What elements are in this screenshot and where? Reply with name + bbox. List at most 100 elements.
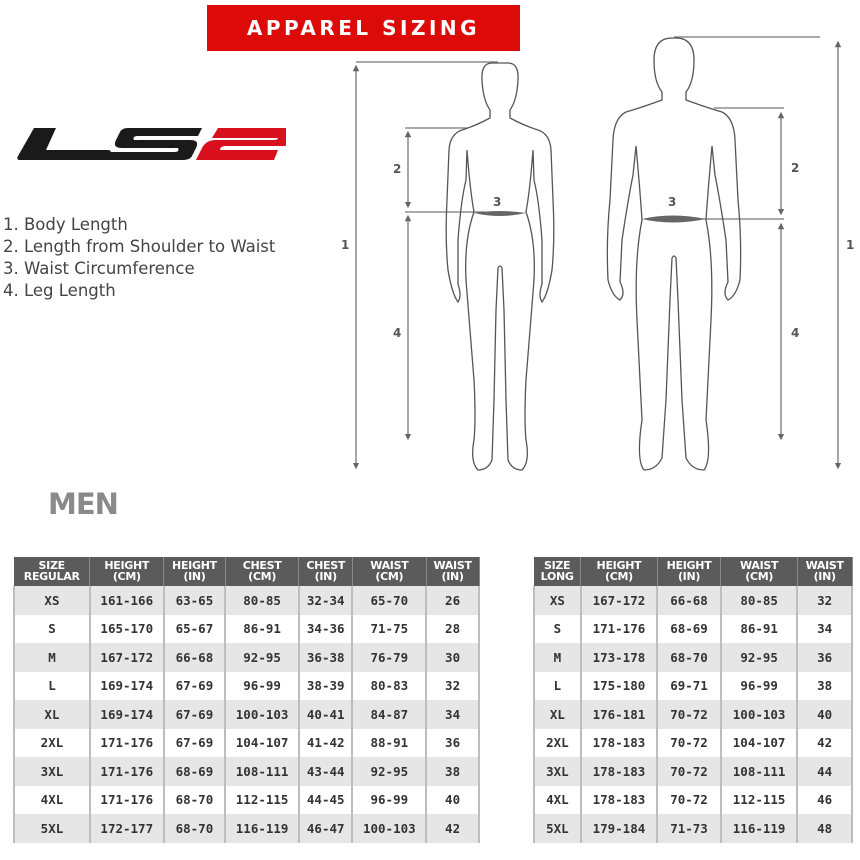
column-header-line: CHEST <box>306 559 346 572</box>
value-cell: 32 <box>426 671 480 700</box>
male-figure <box>606 36 842 471</box>
column-header-line: (CM) <box>604 569 633 583</box>
value-cell: 76-79 <box>352 643 428 672</box>
value-cell: 40-41 <box>298 700 354 729</box>
value-cell: 172-177 <box>89 814 165 843</box>
size-cell: L <box>13 671 91 700</box>
value-cell: 169-174 <box>89 700 165 729</box>
column-header-line: (IN) <box>183 569 206 583</box>
value-cell: 176-181 <box>580 700 659 729</box>
value-cell: 71-73 <box>657 814 722 843</box>
value-cell: 69-71 <box>657 671 722 700</box>
value-cell: 165-170 <box>89 614 165 643</box>
column-header-line: HEIGHT <box>596 559 642 572</box>
section-title-men: MEN <box>48 487 119 521</box>
value-cell: 96-99 <box>720 671 799 700</box>
value-cell: 70-72 <box>657 785 722 814</box>
value-cell: 34 <box>426 700 480 729</box>
value-cell: 116-119 <box>225 814 300 843</box>
value-cell: 68-70 <box>163 785 227 814</box>
column-header: CHEST(CM) <box>225 557 300 586</box>
value-cell: 41-42 <box>298 728 354 757</box>
value-cell: 86-91 <box>720 614 799 643</box>
column-header-line: CHEST <box>242 559 282 572</box>
size-cell: XL <box>13 700 91 729</box>
column-header: WAIST(CM) <box>720 557 798 586</box>
column-header: HEIGHT(IN) <box>163 557 226 586</box>
value-cell: 46 <box>797 785 853 814</box>
column-header-line: REGULAR <box>23 569 80 583</box>
column-header-line: HEIGHT <box>104 559 150 572</box>
value-cell: 112-115 <box>225 785 300 814</box>
value-cell: 38 <box>426 757 480 786</box>
female-waist-band <box>474 211 526 216</box>
value-cell: 96-99 <box>352 785 428 814</box>
value-cell: 43-44 <box>298 757 354 786</box>
value-cell: 167-172 <box>580 586 659 615</box>
value-cell: 171-176 <box>89 728 165 757</box>
legend-item-waist-circumference: 3. Waist Circumference <box>3 259 195 278</box>
value-cell: 173-178 <box>580 643 659 672</box>
value-cell: 104-107 <box>720 728 799 757</box>
value-cell: 167-172 <box>89 643 165 672</box>
value-cell: 36 <box>797 643 853 672</box>
column-header-line: (IN) <box>677 569 701 583</box>
value-cell: 70-72 <box>657 757 722 786</box>
column-header-line: WAIST <box>805 559 844 572</box>
value-cell: 169-174 <box>89 671 165 700</box>
value-cell: 70-72 <box>657 728 722 757</box>
value-cell: 161-166 <box>89 586 165 615</box>
size-cell: 2XL <box>13 728 91 757</box>
value-cell: 67-69 <box>163 728 227 757</box>
value-cell: 32-34 <box>298 586 354 615</box>
column-header-line: WAIST <box>370 559 409 572</box>
value-cell: 92-95 <box>352 757 428 786</box>
value-cell: 28 <box>426 614 480 643</box>
size-cell: XL <box>533 700 582 729</box>
value-cell: 40 <box>797 700 853 729</box>
value-cell: 70-72 <box>657 700 722 729</box>
legend-item-leg-length: 4. Leg Length <box>3 281 116 300</box>
value-cell: 42 <box>797 728 853 757</box>
column-header-line: (IN) <box>441 569 464 583</box>
value-cell: 38 <box>797 671 853 700</box>
value-cell: 112-115 <box>720 785 799 814</box>
value-cell: 171-176 <box>580 614 659 643</box>
value-cell: 40 <box>426 785 480 814</box>
size-cell: 3XL <box>533 757 582 786</box>
value-cell: 171-176 <box>89 785 165 814</box>
value-cell: 92-95 <box>225 643 300 672</box>
size-cell: M <box>13 643 91 672</box>
column-header: CHEST(IN) <box>298 557 353 586</box>
value-cell: 116-119 <box>720 814 799 843</box>
value-cell: 46-47 <box>298 814 354 843</box>
value-cell: 42 <box>426 814 480 843</box>
size-cell: M <box>533 643 582 672</box>
column-header: HEIGHT(CM) <box>580 557 658 586</box>
value-cell: 44 <box>797 757 853 786</box>
column-header-line: WAIST <box>740 559 779 572</box>
size-cell: S <box>533 614 582 643</box>
value-cell: 178-183 <box>580 757 659 786</box>
value-cell: 32 <box>797 586 853 615</box>
male-waist-band <box>642 215 706 223</box>
value-cell: 100-103 <box>720 700 799 729</box>
value-cell: 65-70 <box>352 586 428 615</box>
column-header: HEIGHT(IN) <box>657 557 722 586</box>
